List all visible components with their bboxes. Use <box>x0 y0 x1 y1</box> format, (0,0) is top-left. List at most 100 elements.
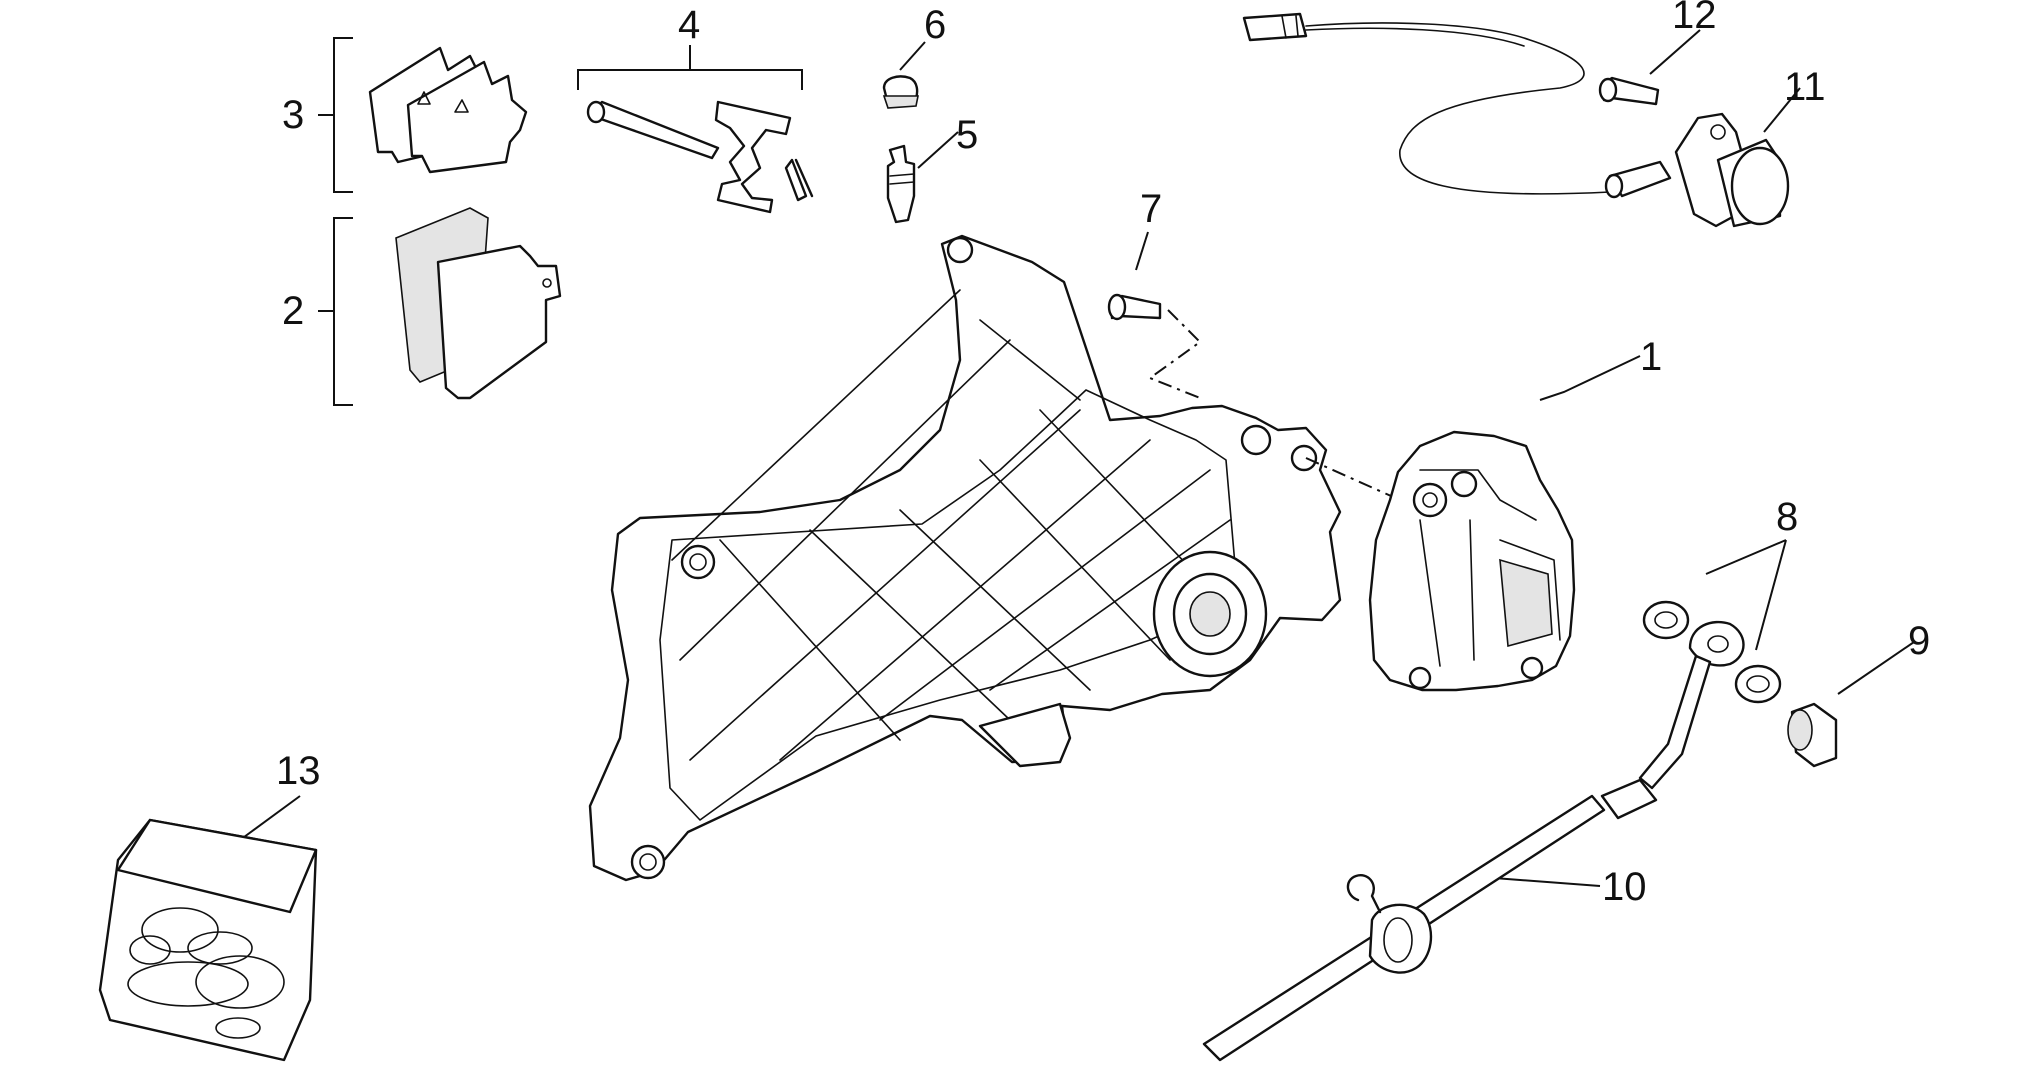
mount-hole <box>680 544 716 580</box>
pad-tab-hole <box>542 278 552 288</box>
leader-13 <box>239 795 301 841</box>
label-part-7: 7 <box>1140 187 1162 231</box>
label-part-12: 12 <box>1672 0 1717 37</box>
caliper-mount-eye <box>1408 666 1432 690</box>
caliper-mount-eye <box>1412 482 1448 518</box>
o-ring <box>187 931 253 965</box>
mount-hole <box>1240 424 1272 456</box>
o-ring <box>195 955 285 1009</box>
lattice-ribs-diag-a <box>671 289 1231 761</box>
part-number-labels: 1 2 3 4 5 6 7 8 9 10 11 12 13 <box>276 0 1930 909</box>
leader-12 <box>1649 29 1701 75</box>
carrier-tab <box>978 702 1072 768</box>
part-5-bleed-screw <box>886 131 959 224</box>
caliper-detail <box>1419 469 1561 667</box>
leader-10 <box>1493 877 1601 887</box>
part-7-bolt <box>1107 231 1202 399</box>
label-part-1: 1 <box>1640 335 1662 379</box>
part-8-copper-washers <box>1642 539 1787 704</box>
label-part-10: 10 <box>1602 865 1647 909</box>
label-part-13: 13 <box>276 749 321 793</box>
part-13-seal-kit <box>98 795 318 1062</box>
mount-hole-inner <box>689 553 707 571</box>
part-1-brake-caliper <box>1368 355 1641 692</box>
label-part-2: 2 <box>282 289 304 333</box>
screw-thread <box>889 173 915 185</box>
part-11-speed-sensor <box>1604 87 1801 228</box>
label-part-11: 11 <box>1784 65 1826 109</box>
hose-grommet-ring <box>1383 917 1413 963</box>
sensor-connector <box>1242 12 1308 42</box>
sensor-cap <box>1730 146 1790 226</box>
o-ring <box>129 935 171 965</box>
caliper-mount-eye <box>1450 470 1478 498</box>
banjo-bolt-head <box>1787 709 1813 751</box>
part-4-pin-and-clips <box>577 45 814 214</box>
sensor-cable <box>1242 12 1611 195</box>
bracket-4 <box>577 45 803 90</box>
o-ring <box>127 961 249 1007</box>
leader-11 <box>1763 87 1801 133</box>
label-part-4: 4 <box>678 3 700 47</box>
sensor-wire <box>1305 22 1611 195</box>
caliper-carrier-bracket <box>588 234 1401 882</box>
sensor-connector-detail <box>1281 15 1299 39</box>
hose-crimp <box>1600 778 1658 820</box>
washer <box>1734 664 1782 704</box>
hose-rigid-tube <box>1638 654 1712 790</box>
sensor-bracket-hole <box>1710 124 1726 140</box>
part-10-brake-hose <box>1202 620 1745 1062</box>
spring-mark <box>454 99 469 113</box>
retaining-spring-clip <box>714 100 792 214</box>
o-ring <box>215 1017 261 1039</box>
pad-pin <box>591 100 720 160</box>
split-pin <box>784 158 814 202</box>
mount-hole <box>630 844 666 880</box>
label-part-6: 6 <box>924 3 946 47</box>
hose-grommet <box>1368 903 1433 974</box>
leader-5 <box>917 131 959 169</box>
leader-6 <box>899 41 926 71</box>
sensor-wire <box>1305 27 1525 47</box>
label-part-9: 9 <box>1908 619 1930 663</box>
pad-friction <box>436 244 562 400</box>
caliper-mount-eye <box>1520 656 1544 680</box>
bolt-head <box>1107 293 1127 321</box>
o-ring <box>141 907 219 953</box>
mount-hole-inner <box>639 853 657 871</box>
lattice-ribs-diag-b <box>719 319 1231 741</box>
pad-spring-front <box>406 60 528 174</box>
bracket-3 <box>318 37 353 193</box>
part-6-bleed-cap <box>882 41 926 109</box>
sensor-screw-head <box>1598 77 1618 103</box>
washer-hole <box>1746 675 1770 693</box>
bleed-screw <box>886 144 916 224</box>
washer <box>1642 600 1690 640</box>
leader-9 <box>1837 641 1915 695</box>
part-3-pad-springs <box>318 37 528 193</box>
bracket-2 <box>318 217 353 406</box>
seal-kit-bag-flap <box>116 818 318 914</box>
axle-boss-bore <box>1189 591 1231 637</box>
label-part-8: 8 <box>1776 495 1798 539</box>
axis-7 <box>1147 309 1202 399</box>
pad-pin-head <box>586 100 606 124</box>
leader-1 <box>1539 355 1641 401</box>
caliper-mount-eye-inner <box>1422 492 1438 508</box>
part-9-banjo-bolt <box>1787 641 1915 768</box>
leader-8 <box>1705 539 1787 651</box>
axis-caliper <box>1305 457 1401 501</box>
caliper-piston-face <box>1499 558 1553 648</box>
banjo-fitting-hole <box>1707 635 1729 653</box>
leader-7 <box>1135 231 1149 271</box>
part-2-brake-pads <box>318 207 562 406</box>
label-part-3: 3 <box>282 93 304 137</box>
part-12-screw <box>1598 29 1701 106</box>
mount-hole <box>1290 444 1318 472</box>
label-part-5: 5 <box>956 113 978 157</box>
sensor-stem-end <box>1604 173 1624 199</box>
mount-hole <box>946 236 974 264</box>
bleed-cap-base <box>882 95 919 109</box>
washer-hole <box>1654 611 1678 629</box>
